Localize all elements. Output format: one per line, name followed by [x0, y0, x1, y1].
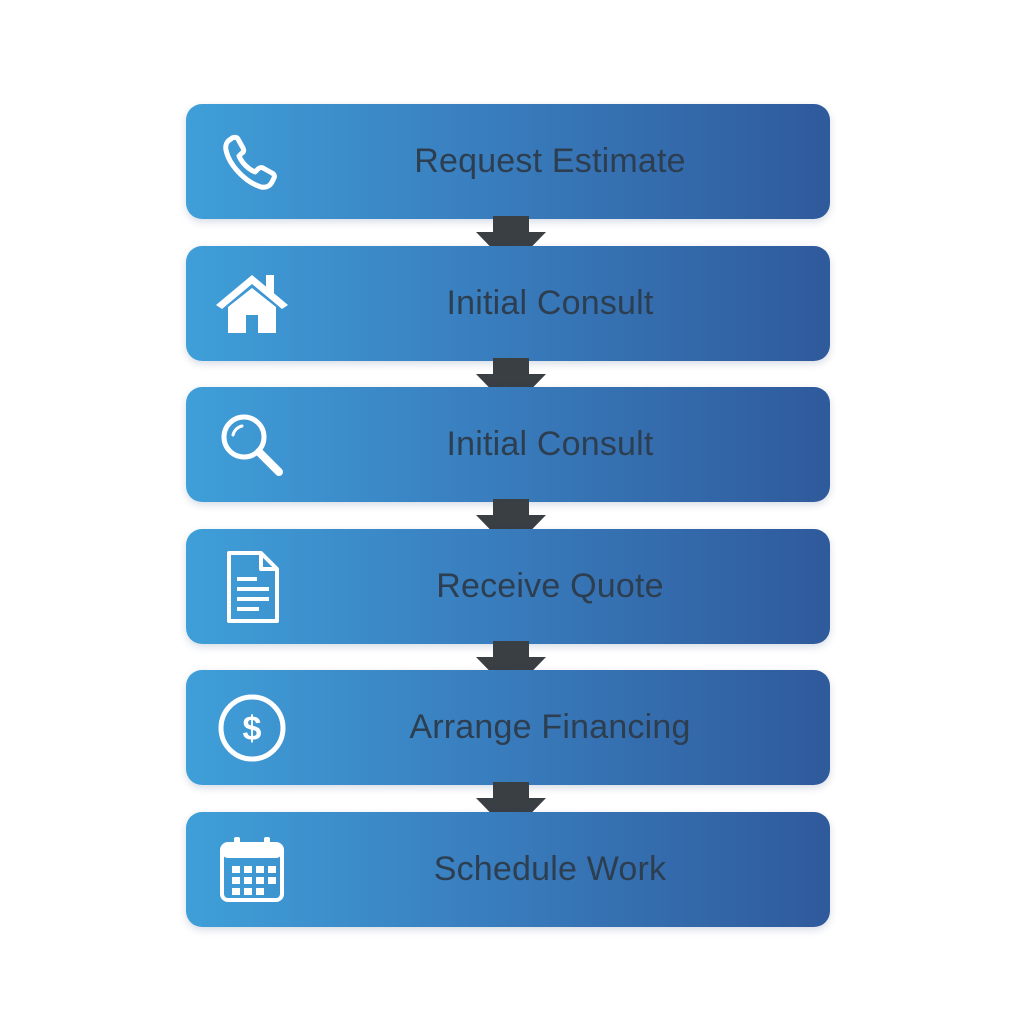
- step-label: Arrange Financing: [409, 708, 691, 746]
- svg-text:$: $: [243, 710, 262, 748]
- step-label: Request Estimate: [414, 142, 686, 180]
- step-request-estimate: Request Estimate: [186, 104, 830, 219]
- dollar-icon: $: [214, 690, 290, 766]
- phone-icon: [214, 124, 290, 200]
- step-label: Initial Consult: [446, 425, 654, 463]
- step-schedule-work: Schedule Work: [186, 812, 830, 927]
- down-arrow: [476, 499, 546, 551]
- house-icon: [214, 266, 290, 342]
- step-initial-consult: Initial Consult: [186, 246, 830, 361]
- step-label: Schedule Work: [433, 850, 667, 888]
- step-arrange-financing: $ Arrange Financing: [186, 670, 830, 785]
- step-label: Initial Consult: [446, 284, 654, 322]
- document-icon: [214, 549, 290, 625]
- step-initial-consult-review: Initial Consult: [186, 387, 830, 502]
- down-arrow: [476, 358, 546, 410]
- down-arrow: [476, 216, 546, 268]
- calendar-icon: [214, 832, 290, 908]
- down-arrow: [476, 782, 546, 834]
- down-arrow: [476, 641, 546, 693]
- step-label: Receive Quote: [436, 567, 664, 605]
- magnifier-icon: [214, 407, 290, 483]
- step-receive-quote: Receive Quote: [186, 529, 830, 644]
